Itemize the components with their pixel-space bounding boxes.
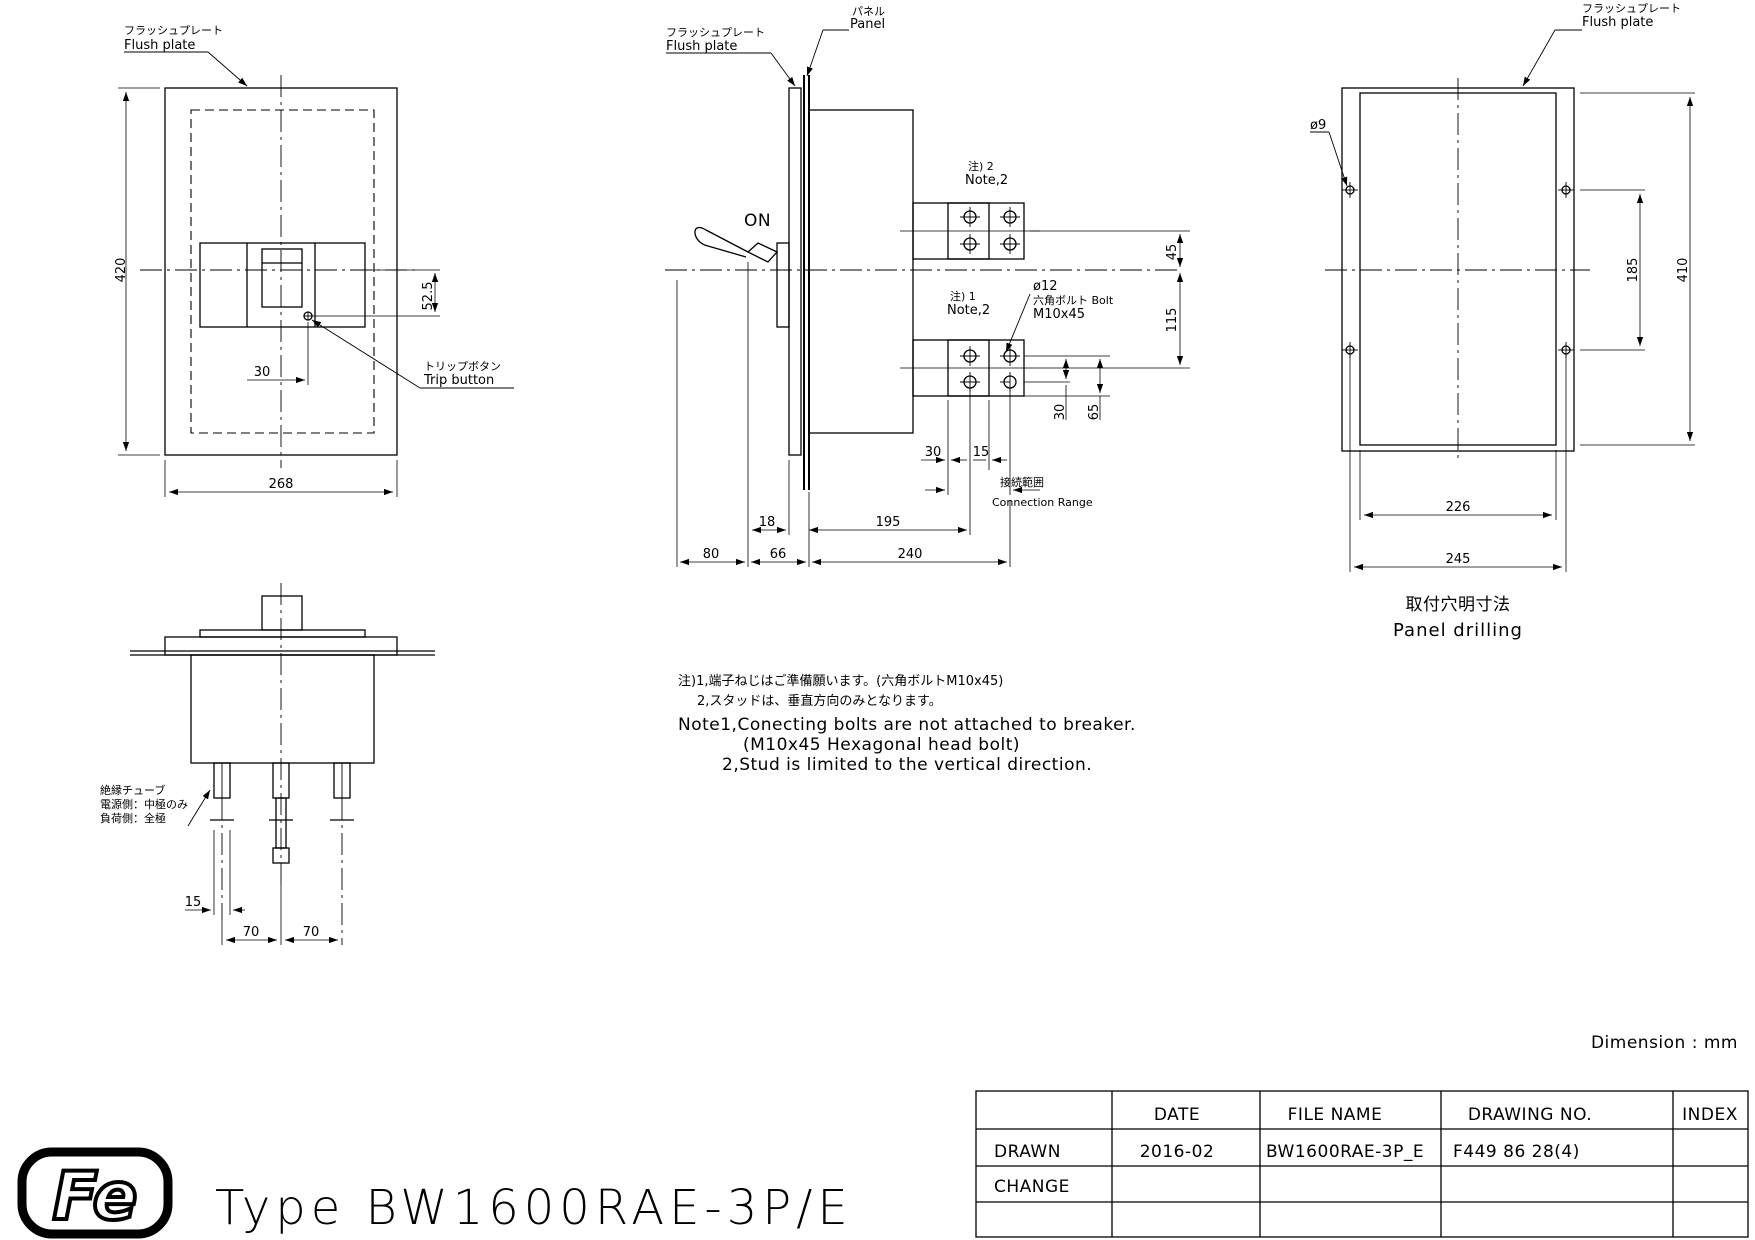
- bottom-view: 15 70 70 絶縁チューブ 電源側：中極のみ 負荷側：全極: [100, 583, 435, 945]
- bolt-label: 六角ボルト Bolt: [1033, 294, 1114, 307]
- dim-195: 195: [876, 515, 901, 530]
- dim-240: 240: [898, 547, 923, 562]
- insulation-tube-load-side: 負荷側：全極: [100, 811, 166, 825]
- dim-66: 66: [770, 547, 787, 562]
- header-drawing-no: DRAWING NO.: [1468, 1105, 1592, 1125]
- drawn-drawing-no: F449 86 28(4): [1453, 1142, 1580, 1162]
- dim-18: 18: [759, 515, 776, 530]
- on-label: ON: [744, 211, 771, 231]
- dim-30-vertical: 30: [1053, 404, 1068, 421]
- dim-45: 45: [1165, 244, 1180, 261]
- note-jp-1: 注)1,端子ねじはご準備願います。(六角ボルトM10x45): [678, 673, 1003, 689]
- drawn-file-name: BW1600RAE-3P_E: [1266, 1142, 1424, 1162]
- note-en-2: (M10x45 Hexagonal head bolt): [743, 735, 1020, 755]
- connection-range-jp: 接続範囲: [1000, 475, 1044, 489]
- drawn-date: 2016-02: [1140, 1142, 1215, 1162]
- side-view: ON 45 115: [665, 5, 1190, 567]
- dim-70-right: 70: [303, 925, 320, 940]
- panel-drilling-title: Panel drilling: [1393, 620, 1523, 641]
- dim-65: 65: [1087, 404, 1102, 421]
- dim-410: 410: [1676, 258, 1691, 283]
- dim-226: 226: [1446, 500, 1471, 515]
- bottom-studs: [210, 762, 354, 945]
- drill-flush-plate-jp: フラッシュプレート: [1582, 2, 1681, 15]
- dimension-unit: Dimension : mm: [1591, 1033, 1738, 1053]
- header-index: INDEX: [1682, 1105, 1738, 1125]
- type-title: Type BW1600RAE-3P/E: [215, 1180, 853, 1236]
- side-flush-plate-jp: フラッシュプレート: [666, 26, 765, 39]
- bottom-handle: [261, 595, 303, 631]
- notes: 注)1,端子ねじはご準備願います。(六角ボルトM10x45) 2,スタッドは、垂…: [678, 673, 1136, 775]
- panel-label: Panel: [850, 17, 885, 32]
- note-jp-2: 2,スタッドは、垂直方向のみとなります。: [697, 693, 942, 709]
- connection-range-label: Connection Range: [992, 496, 1093, 509]
- hidden-body-outline: [190, 109, 375, 434]
- bolt-size-label: M10x45: [1033, 307, 1085, 322]
- upper-terminal-bolts: [960, 207, 1020, 254]
- bottom-body: [190, 654, 375, 764]
- side-flush-plate-label: Flush plate: [666, 39, 737, 54]
- note2-label-jp: 注) 2: [968, 159, 994, 173]
- breaker-face: [199, 242, 366, 328]
- insulation-tube-line-side: 電源側：中極のみ: [100, 797, 188, 811]
- dim-15: 15: [973, 445, 990, 460]
- dim-115: 115: [1165, 308, 1180, 333]
- hole-dia-label: ø9: [1310, 118, 1326, 133]
- dim-30-horizontal: 30: [925, 445, 942, 460]
- lower-terminal-bolts: [960, 346, 1020, 392]
- mounting-holes: [1342, 182, 1574, 358]
- flush-plate-section: [788, 87, 802, 456]
- note1-label: Note,2: [947, 303, 990, 318]
- dim-268: 268: [269, 477, 294, 492]
- insulation-tube-label: 絶縁チューブ: [100, 783, 165, 797]
- dim-80: 80: [703, 547, 720, 562]
- note-en-3: 2,Stud is limited to the vertical direct…: [722, 755, 1092, 775]
- fe-logo: Fe: [17, 1147, 173, 1239]
- dim-245: 245: [1446, 552, 1471, 567]
- dim-420: 420: [114, 258, 129, 283]
- header-date: DATE: [1154, 1105, 1200, 1125]
- dim-30: 30: [254, 365, 271, 380]
- front-view: 420 268 52.5 30 フラッシュプレート Flush plate トリ…: [114, 24, 514, 497]
- trip-button-label: Trip button: [423, 373, 494, 388]
- logo-text: Fe: [53, 1158, 138, 1235]
- handle-window: [261, 248, 303, 308]
- dim-185: 185: [1626, 258, 1641, 283]
- note1-label-jp: 注) 1: [950, 289, 976, 303]
- dim-52-5: 52.5: [421, 282, 436, 311]
- title-block: DATE FILE NAME DRAWING NO. INDEX DRAWN 2…: [975, 1090, 1749, 1238]
- bolt-dia-label: ø12: [1033, 279, 1058, 294]
- note-en-1: Note1,Conecting bolts are not attached t…: [678, 715, 1136, 735]
- trip-button-label-jp: トリップボタン: [424, 360, 501, 373]
- panel-drilling-title-jp: 取付穴明寸法: [1406, 595, 1511, 615]
- drill-flush-plate-label: Flush plate: [1582, 15, 1653, 30]
- flush-plate-label-jp: フラッシュプレート: [124, 24, 223, 37]
- row-change-label: CHANGE: [994, 1177, 1070, 1197]
- note2-label: Note,2: [965, 173, 1008, 188]
- dim-70-left: 70: [243, 925, 260, 940]
- row-drawn-label: DRAWN: [994, 1142, 1061, 1162]
- dim-15-bottom: 15: [185, 895, 202, 910]
- panel-drilling-view: 185 410 226 245 ø9 フラッシュプレート Flush plate…: [1310, 2, 1695, 641]
- panel-label-jp: パネル: [852, 5, 885, 18]
- flush-plate-label: Flush plate: [124, 38, 195, 53]
- breaker-body-side: [808, 109, 914, 434]
- header-file-name: FILE NAME: [1288, 1105, 1383, 1125]
